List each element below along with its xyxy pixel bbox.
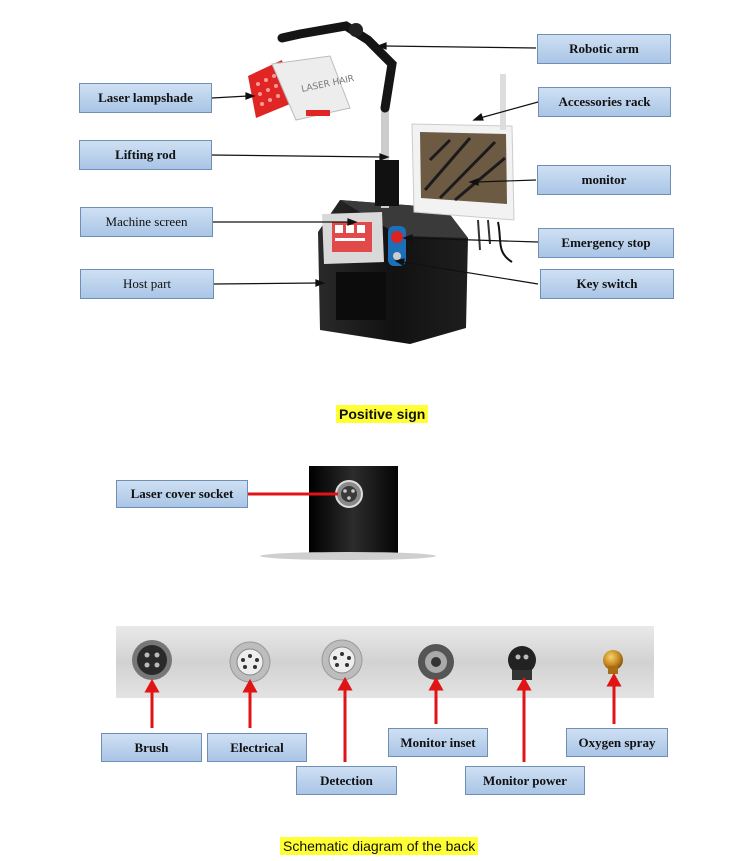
lampshade-white <box>271 55 351 121</box>
label-emergency-stop: Emergency stop <box>538 228 674 258</box>
label-host-part: Host part <box>80 269 214 299</box>
caption-positive-sign: Positive sign <box>336 405 429 423</box>
label-accessories-rack: Accessories rack <box>538 87 671 117</box>
label-electrical: Electrical <box>207 733 307 762</box>
back-pointers <box>144 672 622 762</box>
caption-back-diagram: Schematic diagram of the back <box>280 837 479 855</box>
back-panel <box>116 626 654 698</box>
label-oxygen-spray: Oxygen spray <box>566 728 668 757</box>
label-lifting-rod: Lifting rod <box>79 140 212 170</box>
label-key-switch: Key switch <box>540 269 674 299</box>
label-monitor: monitor <box>537 165 671 195</box>
label-laser-lampshade: Laser lampshade <box>79 83 212 113</box>
label-laser-cover-socket: Laser cover socket <box>116 480 248 508</box>
label-monitor-inset: Monitor inset <box>388 728 488 757</box>
host-vent <box>336 272 386 320</box>
label-robotic-arm: Robotic arm <box>537 34 671 64</box>
label-machine-screen: Machine screen <box>80 207 213 237</box>
label-monitor-power: Monitor power <box>465 766 585 795</box>
front-pointers <box>211 42 539 287</box>
label-brush: Brush <box>101 733 202 762</box>
rod-closeup <box>260 466 436 560</box>
label-detection: Detection <box>296 766 397 795</box>
key-switch-knob <box>393 252 401 260</box>
machine-illustration: LASER HAIR <box>248 21 515 344</box>
